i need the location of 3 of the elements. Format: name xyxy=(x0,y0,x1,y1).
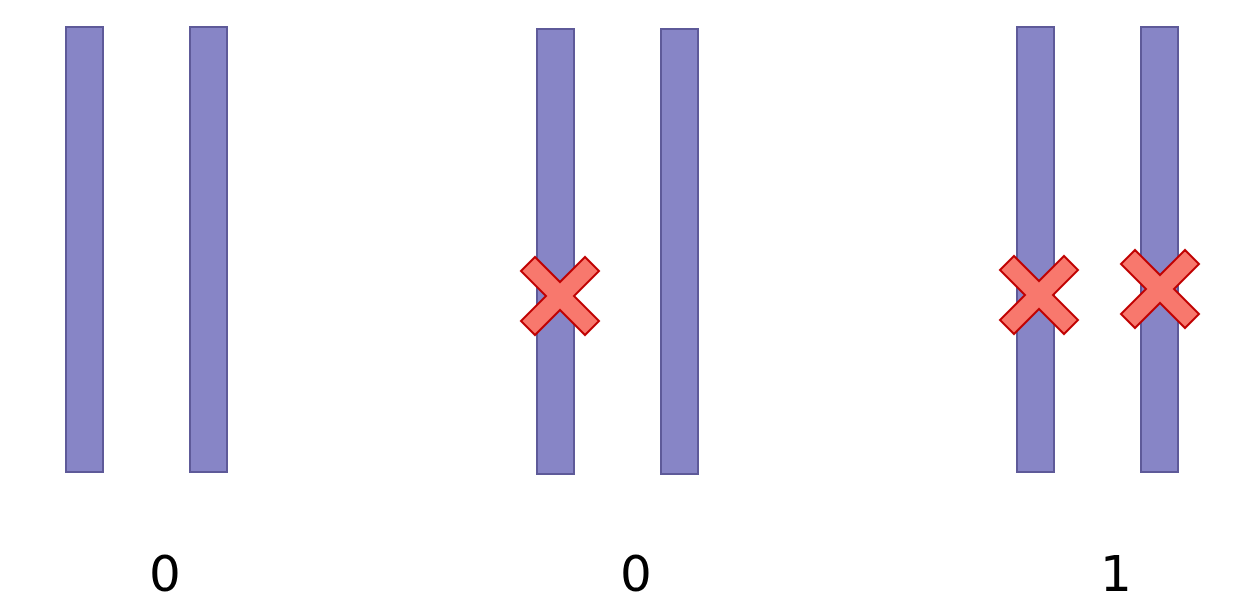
count-label: 0 xyxy=(619,546,653,602)
count-label: 1 xyxy=(1099,546,1133,602)
count-label: 0 xyxy=(148,546,182,602)
